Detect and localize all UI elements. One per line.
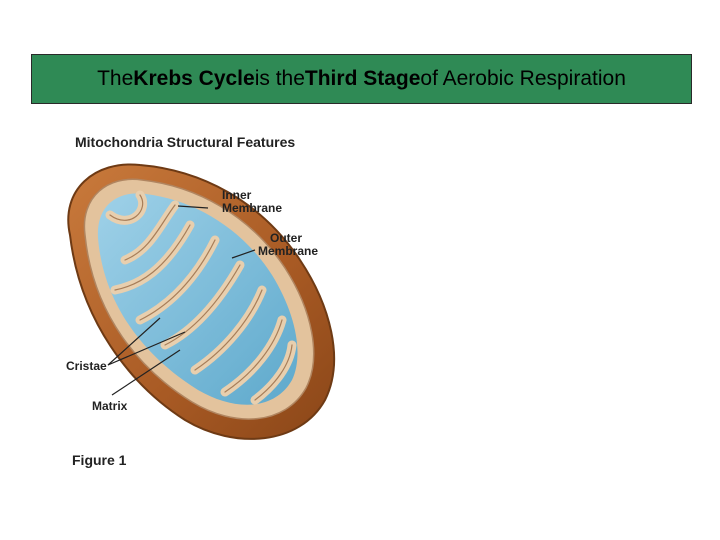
inner-membrane-label-line2: Membrane [222,201,283,215]
title-bold-krebs-cycle: Krebs Cycle [133,67,255,90]
title-part-1: The [97,67,134,90]
title-part-2: is the [254,67,305,90]
figure-caption: Figure 1 [72,452,127,468]
label-leader-lines [107,205,256,396]
title-bold-third-stage: Third Stage [304,67,421,90]
figure-heading: Mitochondria Structural Features [75,134,296,150]
title-part-3: of Aerobic Respiration [420,67,626,90]
matrix-label: Matrix [92,399,128,413]
slide-title: The Krebs Cycle is the Third Stage of Ae… [31,54,692,104]
outer-membrane-label: Outer Membrane [258,232,318,258]
outer-membrane-label-line2: Membrane [258,244,319,258]
inner-membrane-label-line1: Inner [222,188,252,202]
inner-membrane-label: Inner Membrane [222,189,282,215]
outer-membrane-label-line1: Outer [270,231,303,245]
cristae-label: Cristae [66,359,107,373]
